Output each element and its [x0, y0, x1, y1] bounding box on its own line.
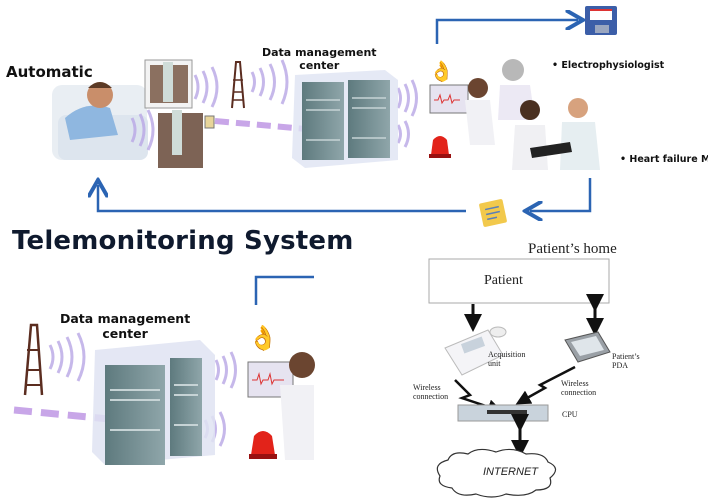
- wireless-link-pda: [515, 365, 576, 405]
- cpu-icon: [457, 404, 549, 422]
- data-center-label-line2: center: [299, 59, 340, 72]
- acquisition-unit-icon: [444, 326, 507, 376]
- clinician-laptop-icon: [429, 78, 495, 145]
- patient-box: [428, 258, 610, 304]
- internet-label: INTERNET: [483, 466, 538, 478]
- ok-hand-icon: 👌: [429, 59, 454, 83]
- wireless-left-line1: Wireless: [413, 383, 441, 392]
- wireless-right-line2: connection: [561, 388, 597, 397]
- page-title: Telemonitoring System: [12, 226, 354, 256]
- alarm-siren-icon-bottom: [249, 431, 277, 459]
- ok-hand-icon-bottom: 👌: [248, 324, 278, 352]
- mode-label: Automatic: [6, 63, 93, 81]
- alarm-siren-icon: [429, 136, 451, 158]
- server-rack-icon-bottom: [92, 340, 215, 465]
- wireless-label-right: Wireless connection: [561, 379, 596, 397]
- bedside-monitor-icon: [144, 59, 215, 168]
- arrow-to-patient: [98, 185, 466, 213]
- cell-tower-icon-bottom: [23, 323, 44, 396]
- internet-cloud-icon: [436, 448, 557, 498]
- pda-label-line1: Patient’s: [612, 352, 640, 361]
- data-center-label-bottom-line1: Data management: [60, 311, 191, 326]
- arrow-to-clipboard: [530, 178, 592, 211]
- server-rack-icon: [292, 70, 398, 168]
- acquisition-unit-label: Acquisition unit: [488, 350, 525, 368]
- clipboard-icon: [479, 199, 507, 227]
- data-center-label-top: Data management center: [262, 46, 377, 72]
- wireless-label-left: Wireless connection: [413, 383, 448, 401]
- wireless-left-line2: connection: [413, 392, 449, 401]
- signal-waves: [130, 59, 418, 151]
- cpu-label: CPU: [562, 410, 578, 419]
- role-heart-failure-md: • Heart failure MD: [620, 154, 708, 165]
- clinician-laptop-icon-bottom: [247, 352, 315, 460]
- pda-icon: [564, 331, 611, 363]
- data-center-label-line1: Data management: [262, 46, 377, 59]
- floppy-disk-icon: [585, 6, 617, 35]
- role-electrophysiologist: • Electrophysiologist: [552, 60, 665, 71]
- cell-tower-icon: [231, 61, 245, 109]
- patient-in-bed-icon: [52, 82, 148, 160]
- wireless-link-acquisition: [454, 379, 503, 414]
- patient-box-label: Patient: [484, 273, 523, 288]
- arrow-to-storage: [435, 20, 578, 44]
- acquisition-label-line2: unit: [488, 359, 501, 368]
- bottom-arrow-line: [254, 275, 314, 305]
- patient-home-heading: Patient’s home: [528, 241, 617, 257]
- data-center-label-bottom-line2: center: [102, 326, 148, 341]
- doctors-icon: [498, 59, 600, 170]
- wireless-right-line1: Wireless: [561, 379, 589, 388]
- acquisition-label-line1: Acquisition: [488, 350, 526, 359]
- pda-label: Patient’s PDA: [612, 352, 640, 370]
- pda-label-line2: PDA: [612, 361, 629, 370]
- data-center-label-bottom: Data management center: [60, 311, 190, 341]
